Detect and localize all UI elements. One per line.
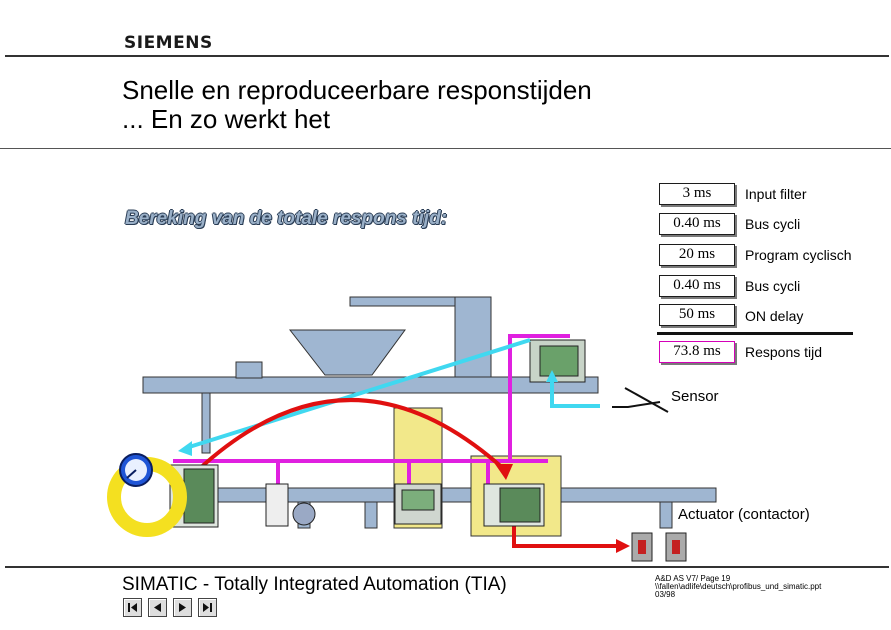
timing-label-bus-cycle-2: Bus cycli bbox=[745, 278, 801, 294]
page-title: Snelle en reproduceerbare responstijden … bbox=[122, 76, 592, 134]
first-slide-icon[interactable] bbox=[123, 598, 142, 617]
cycle-timer-icon bbox=[107, 453, 187, 537]
footer-meta-line-2: \\fallen\adlife\deutsch\profibus_und_sim… bbox=[655, 582, 822, 591]
timing-label-input-filter: Input filter bbox=[745, 186, 807, 202]
result-label: Respons tijd bbox=[745, 344, 823, 360]
timing-label-program-cycle: Program cyclisch bbox=[745, 247, 852, 263]
timing-value-on-delay: 50 ms bbox=[659, 304, 735, 326]
program-cycle-arrow bbox=[196, 398, 507, 472]
footer-meta-line-3: 03/98 bbox=[655, 590, 676, 599]
machine-frame bbox=[142, 296, 717, 529]
last-slide-icon[interactable] bbox=[198, 598, 217, 617]
remote-io-module bbox=[529, 339, 586, 383]
timing-label-bus-cycle-1: Bus cycli bbox=[745, 216, 801, 232]
cyan-signal bbox=[550, 380, 600, 408]
title-divider bbox=[0, 148, 891, 149]
title-line-2: ... En zo werkt het bbox=[122, 104, 331, 134]
result-divider bbox=[657, 332, 853, 335]
footer-meta-line-1: A&D AS V7/ Page 19 bbox=[655, 574, 731, 583]
footer-divider bbox=[5, 566, 889, 568]
sensor-wire bbox=[612, 401, 661, 408]
timing-value-bus-cycle-2: 0.40 ms bbox=[659, 275, 735, 297]
sensor-switch bbox=[624, 387, 669, 413]
timing-value-bus-cycle-1: 0.40 ms bbox=[659, 213, 735, 235]
calculation-label: Bereking van de totale respons tijd: bbox=[125, 208, 448, 229]
actuator-label: Actuator (contactor) bbox=[678, 506, 810, 523]
next-slide-icon[interactable] bbox=[173, 598, 192, 617]
footer-title: SIMATIC - Totally Integrated Automation … bbox=[122, 574, 507, 595]
result-value: 73.8 ms bbox=[659, 341, 735, 363]
siemens-logo: SIEMENS bbox=[124, 33, 213, 53]
header-divider bbox=[5, 55, 889, 57]
title-line-1: Snelle en reproduceerbare responstijden bbox=[122, 75, 592, 105]
previous-slide-icon[interactable] bbox=[148, 598, 167, 617]
sensor-label: Sensor bbox=[671, 388, 719, 405]
timing-label-on-delay: ON delay bbox=[745, 308, 804, 324]
output-rack bbox=[483, 483, 545, 527]
drive-unit bbox=[265, 483, 316, 527]
hmi-unit bbox=[394, 483, 442, 525]
timing-value-input-filter: 3 ms bbox=[659, 183, 735, 205]
hopper bbox=[288, 329, 406, 376]
contactor-icon bbox=[631, 532, 687, 562]
cyan-arrow bbox=[185, 338, 531, 450]
timing-value-program-cycle: 20 ms bbox=[659, 244, 735, 266]
